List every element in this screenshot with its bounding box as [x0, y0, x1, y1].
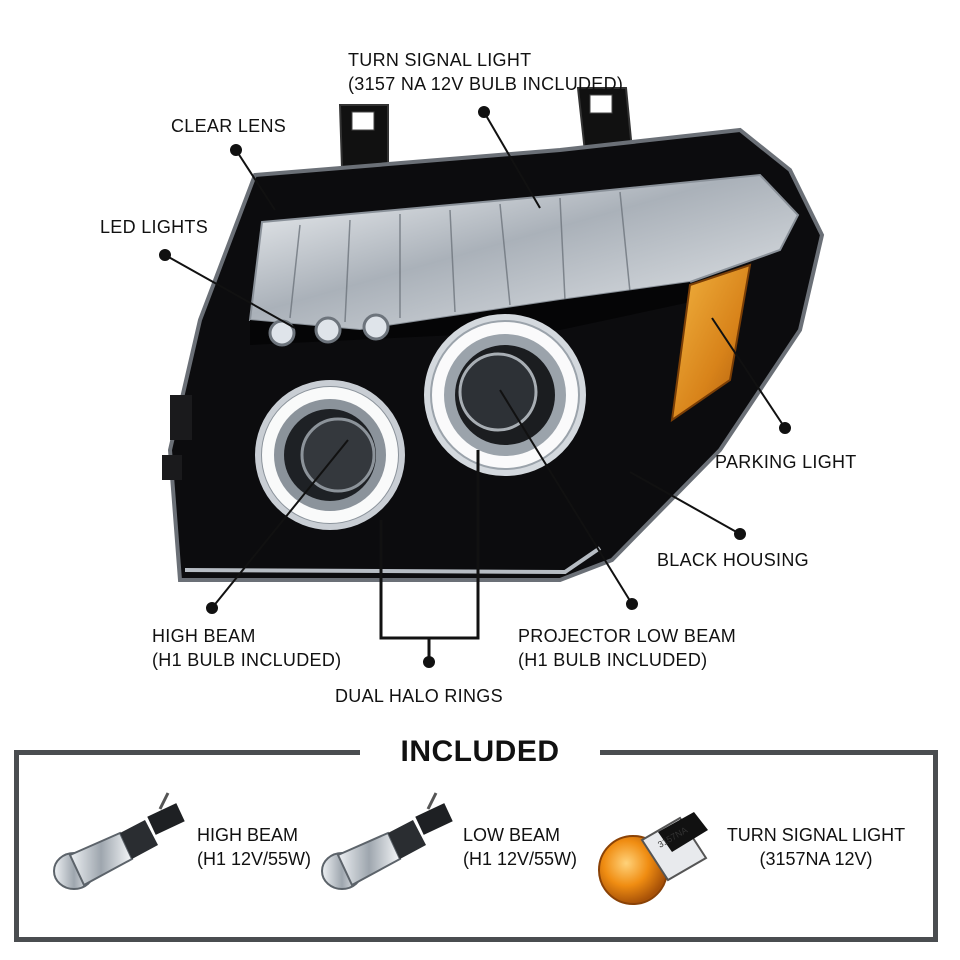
callout-clear-lens: CLEAR LENS: [171, 116, 287, 136]
high-beam-halo: [255, 380, 405, 530]
h1-bulb-low-beam: [321, 792, 453, 890]
callout-turn-signal: TURN SIGNAL LIGHT (3157 NA 12V BULB INCL…: [348, 48, 623, 96]
callout-dual-halo-rings: DUAL HALO RINGS: [335, 686, 503, 706]
included-item-name: HIGH BEAM: [197, 825, 299, 845]
included-item-name: TURN SIGNAL LIGHT: [726, 825, 906, 845]
callout-turn-signal-title: TURN SIGNAL LIGHT: [348, 50, 532, 70]
callout-turn-signal-note: (3157 NA 12V BULB INCLUDED): [348, 74, 624, 94]
parking-light-amber: [670, 263, 752, 423]
callout-parking-light: PARKING LIGHT: [715, 452, 857, 472]
included-title: INCLUDED: [360, 730, 600, 774]
h1-bulb-high-beam: [53, 792, 185, 890]
projector-low-beam-halo: [424, 314, 586, 476]
included-item-turn-signal: TURN SIGNAL LIGHT (3157NA 12V): [716, 823, 916, 871]
callout-projector-low-beam-note: (H1 BULB INCLUDED): [518, 650, 708, 670]
callout-projector-low-beam: PROJECTOR LOW BEAM (H1 BULB INCLUDED): [518, 624, 736, 672]
callout-black-housing: BLACK HOUSING: [657, 550, 809, 570]
callout-projector-low-beam-title: PROJECTOR LOW BEAM: [518, 626, 737, 646]
3157-bulb-turn-signal: 3157NA: [598, 812, 708, 905]
callout-high-beam-note: (H1 BULB INCLUDED): [152, 650, 342, 670]
included-item-name: LOW BEAM: [463, 825, 561, 845]
callout-high-beam-title: HIGH BEAM: [152, 626, 256, 646]
included-item-spec: (H1 12V/55W): [197, 849, 312, 869]
included-item-spec: (H1 12V/55W): [463, 849, 578, 869]
included-item-spec: (3157NA 12V): [759, 849, 873, 869]
callout-led-lights: LED LIGHTS: [100, 217, 209, 237]
led-lights: [268, 313, 390, 347]
included-item-low-beam: LOW BEAM (H1 12V/55W): [463, 823, 577, 871]
callout-high-beam: HIGH BEAM (H1 BULB INCLUDED): [152, 624, 341, 672]
included-item-high-beam: HIGH BEAM (H1 12V/55W): [197, 823, 311, 871]
